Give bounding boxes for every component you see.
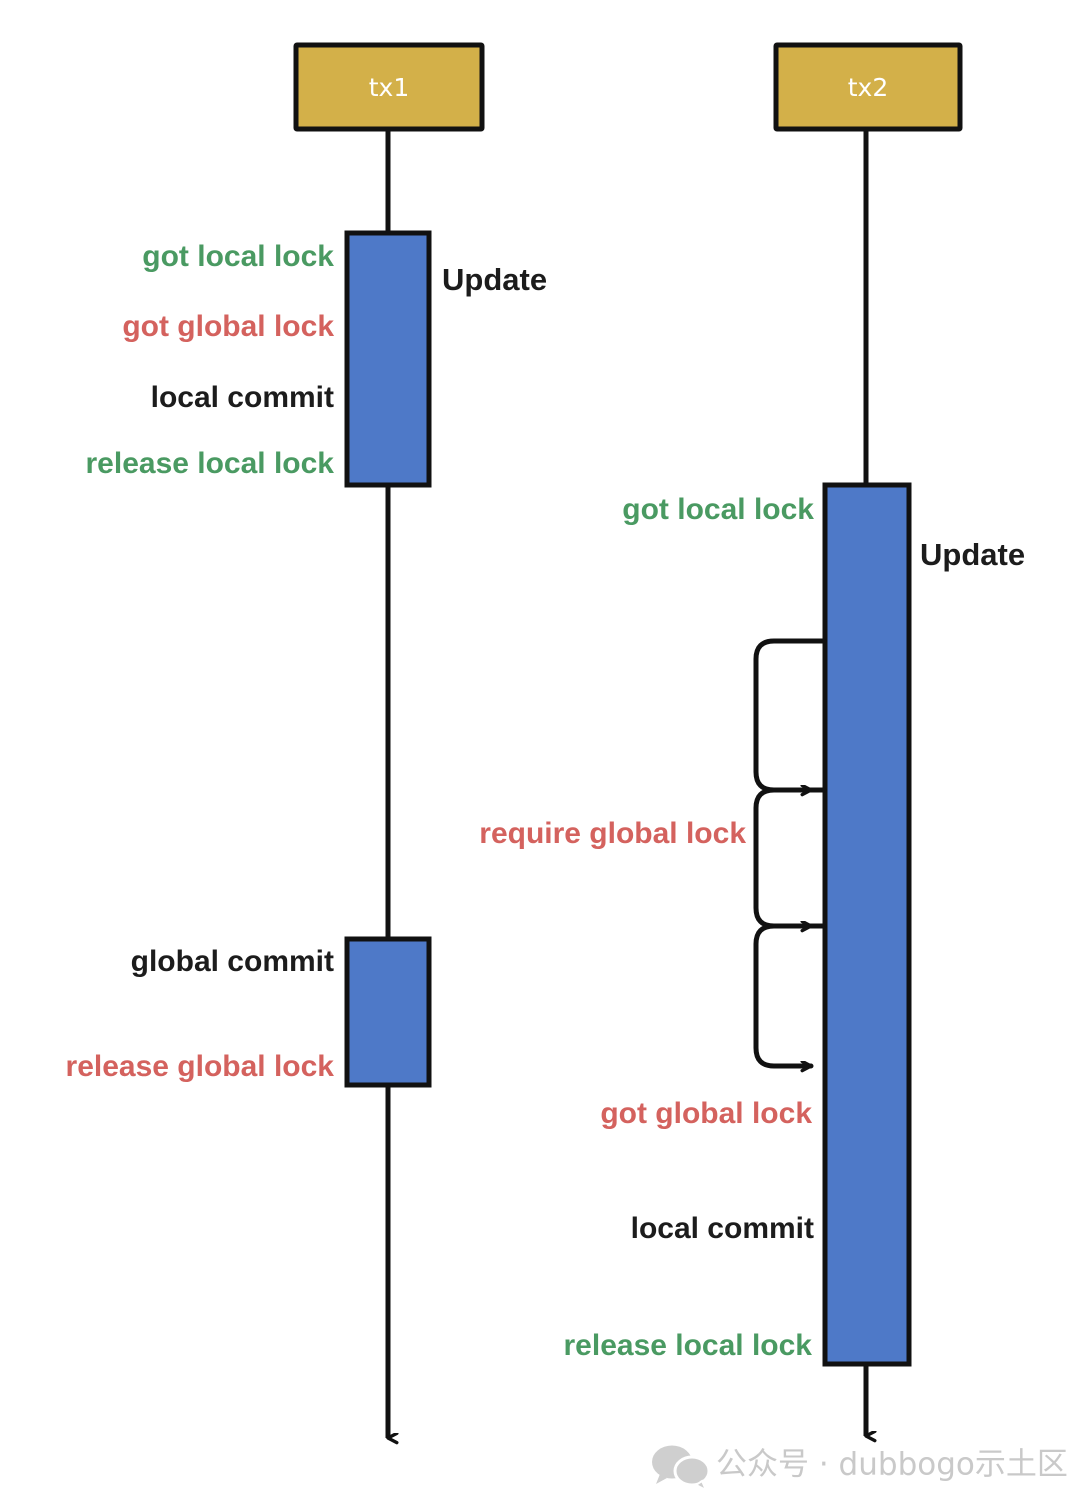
note-tx1-global-commit: global commit <box>131 945 334 978</box>
note-tx2-got-local-lock: got local lock <box>622 493 814 526</box>
note-tx2-local-commit: local commit <box>631 1212 814 1245</box>
participant-tx1-label: tx1 <box>369 73 410 102</box>
watermark: 公众号 · dubbogo示土区 <box>652 1445 1068 1493</box>
activation-tx1-global-commit[interactable] <box>344 936 432 1088</box>
participant-tx1-box[interactable] <box>293 42 485 132</box>
note-tx1-local-commit: local commit <box>151 381 334 414</box>
participant-tx2-box[interactable] <box>773 42 963 132</box>
note-tx1-got-global-lock: got global lock <box>122 310 334 343</box>
note-tx1-got-local-lock: got local lock <box>142 240 334 273</box>
note-tx2-got-global-lock: got global lock <box>600 1097 812 1130</box>
participant-tx1[interactable]: tx1 <box>293 42 485 132</box>
operation-label-tx1-update: Update <box>442 262 547 297</box>
note-tx2-require-global-lock: require global lock <box>479 817 746 850</box>
note-tx1-release-global-lock: release global lock <box>66 1050 335 1083</box>
wechat-icon <box>652 1445 711 1493</box>
self-message-require-global-lock-2 <box>753 787 827 926</box>
participant-tx2[interactable]: tx2 <box>773 42 963 132</box>
self-message-require-global-lock-1 <box>753 638 827 790</box>
participant-tx2-label: tx2 <box>848 73 889 102</box>
self-message-require-global-lock-3 <box>753 923 827 1066</box>
activation-tx1-update[interactable] <box>344 230 432 488</box>
activation-tx2-update[interactable] <box>822 482 912 1367</box>
note-tx2-release-local-lock: release local lock <box>564 1329 813 1362</box>
watermark-text: 公众号 · dubbogo示土区 <box>716 1447 1068 1483</box>
operation-label-tx2-update: Update <box>920 537 1025 572</box>
note-tx1-release-local-lock: release local lock <box>86 447 335 480</box>
